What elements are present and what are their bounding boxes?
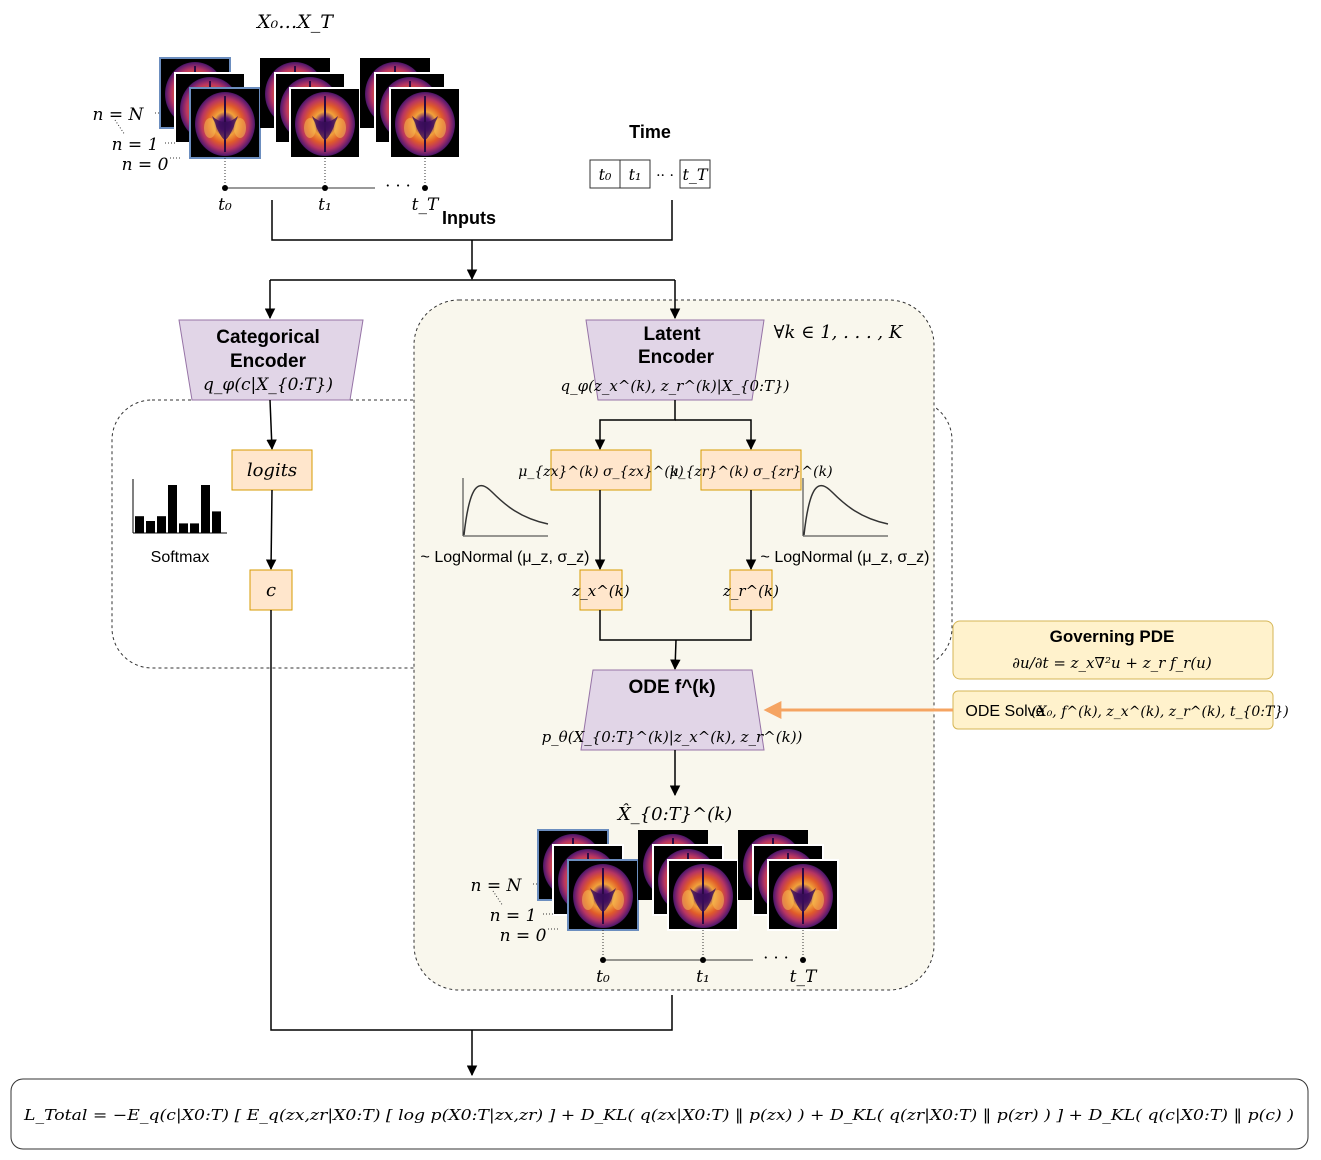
time-cell-t1: t₁ — [629, 165, 642, 184]
governing-pde-box: Governing PDE ∂u/∂t = z_x∇²u + z_r f_r(u… — [952, 620, 1274, 680]
input-timeline: · · · t₀ t₁ t_T — [218, 158, 440, 215]
zx-node: z_x^(k) — [571, 569, 630, 611]
output-t0-label: t₀ — [596, 967, 610, 987]
softmax-histogram — [132, 479, 227, 534]
categorical-encoder-formula: q_φ(c|X_{0:T}) — [203, 375, 333, 395]
zr-label: z_r^(k) — [722, 582, 779, 600]
lognormal-curve-left — [462, 478, 549, 537]
loss-formula: L_Total = −E_q(c|X0:T) [ E_q(zx,zr|X0:T)… — [23, 1106, 1294, 1124]
output-timeline: · · · t₀ t₁ t_T — [596, 930, 818, 987]
categorical-encoder-title-2: Encoder — [230, 351, 307, 372]
ode-formula: p_θ(X_{0:T}^(k)|z_x^(k), z_r^(k)) — [542, 728, 803, 746]
softmax-label: Softmax — [151, 549, 210, 566]
output-tT-label: t_T — [790, 967, 818, 987]
categorical-encoder-title-1: Categorical — [216, 327, 319, 348]
ode-block: ODE f^(k) p_θ(X_{0:T}^(k)|z_x^(k), z_r^(… — [542, 669, 803, 751]
output-n-0-label: n = 0 — [500, 926, 547, 946]
zr-node: z_r^(k) — [722, 569, 779, 611]
latent-encoder: Latent Encoder q_φ(z_x^(k), z_r^(k)|X_{0… — [561, 319, 790, 401]
output-stack-t1 — [637, 829, 739, 931]
params-zr-label: μ_{zr}^(k) σ_{zr}^(k) — [669, 464, 832, 480]
time-cell-dots: ·· · — [656, 168, 674, 184]
inputs-label: Inputs — [442, 208, 496, 228]
histogram-bar — [168, 485, 177, 533]
params-zx-label: μ_{zx}^(k) σ_{zx}^(k) — [518, 464, 684, 480]
zx-label: z_x^(k) — [571, 582, 629, 600]
input-tT-label: t_T — [412, 195, 440, 215]
output-stack-tT — [737, 829, 839, 931]
input-n-1-label: n = 1 — [112, 135, 159, 155]
latent-panel — [413, 299, 935, 991]
time-cell-t0: t₀ — [599, 165, 612, 184]
input-stack-tT — [359, 57, 461, 159]
categorical-encoder: Categorical Encoder q_φ(c|X_{0:T}) — [178, 319, 364, 401]
latent-encoder-title-1: Latent — [644, 324, 702, 345]
latent-quantifier: ∀k ∈ 1, . . . , K — [774, 322, 904, 343]
output-label: X̂_{0:T}^(k) — [616, 803, 732, 825]
ode-solve-box: ODE Solve (X₀, f^(k), z_x^(k), z_r^(k), … — [952, 690, 1289, 730]
governing-pde-title: Governing PDE — [1050, 627, 1175, 646]
ode-solve-label: ODE Solve — [965, 703, 1044, 720]
latent-encoder-title-2: Encoder — [638, 347, 715, 368]
histogram-bar — [157, 516, 166, 533]
input-images-label: X₀…X_T — [255, 11, 334, 33]
input-timeline-ellipsis: · · · — [385, 176, 410, 195]
histogram-bar — [146, 521, 155, 533]
histogram-bar — [201, 485, 210, 533]
input-n-0-label: n = 0 — [122, 155, 169, 175]
input-t0-label: t₀ — [218, 195, 232, 215]
histogram-bar — [212, 511, 221, 533]
lognormal-label-right: ~ LogNormal (μ_z, σ_z) — [761, 549, 930, 566]
input-n-N-label: n = N — [93, 105, 145, 125]
params-zr-node: μ_{zr}^(k) σ_{zr}^(k) — [669, 449, 833, 491]
output-image-stack — [537, 829, 839, 931]
params-zx-node: μ_{zx}^(k) σ_{zx}^(k) — [518, 449, 684, 491]
logits-node: logits — [231, 449, 313, 491]
logits-label: logits — [247, 460, 297, 481]
c-label: c — [266, 580, 276, 601]
c-node: c — [249, 569, 293, 611]
lognormal-label-left: ~ LogNormal (μ_z, σ_z) — [421, 549, 590, 566]
ode-title: ODE f^(k) — [628, 677, 715, 698]
lognormal-curve-right — [802, 478, 889, 537]
output-t1-label: t₁ — [696, 967, 710, 987]
ode-solve-args: (X₀, f^(k), z_x^(k), z_r^(k), t_{0:T}) — [1031, 704, 1288, 720]
histogram-bar — [179, 523, 188, 533]
output-n-1-label: n = 1 — [490, 906, 537, 926]
loss-box: L_Total = −E_q(c|X0:T) [ E_q(zx,zr|X0:T)… — [10, 1078, 1309, 1150]
time-cells: t₀ t₁ ·· · t_T — [589, 159, 711, 189]
time-title: Time — [629, 122, 671, 142]
time-cell-tT: t_T — [682, 165, 708, 184]
latent-encoder-formula: q_φ(z_x^(k), z_r^(k)|X_{0:T}) — [561, 377, 790, 395]
histogram-bar — [135, 516, 144, 533]
input-t1-label: t₁ — [318, 195, 332, 215]
output-timeline-ellipsis: · · · — [763, 948, 788, 967]
input-stack-t1 — [259, 57, 361, 159]
output-stack-t0 — [537, 829, 639, 931]
output-n-N-label: n = N — [471, 876, 523, 896]
input-image-stack — [159, 57, 461, 159]
histogram-bar — [190, 523, 199, 533]
governing-pde-equation: ∂u/∂t = z_x∇²u + z_r f_r(u) — [1012, 654, 1212, 672]
